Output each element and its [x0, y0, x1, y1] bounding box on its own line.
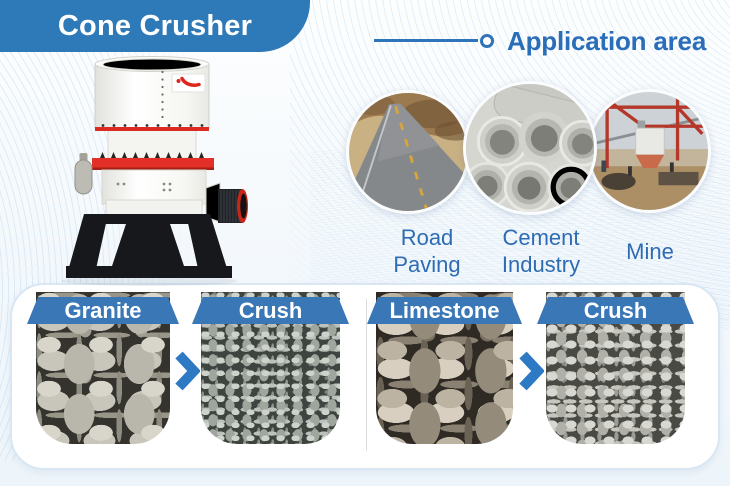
- mine-scene: [590, 92, 708, 210]
- road-paving-photo: [346, 90, 470, 214]
- tile-ribbon-crush: Crush: [192, 297, 349, 324]
- application-label-road-paving: Road Paving: [393, 225, 461, 277]
- cone-crusher-machine-image: [61, 56, 248, 286]
- title-banner: Cone Crusher: [0, 0, 310, 52]
- road-scene: [349, 93, 467, 211]
- ring-bullet-icon: [480, 33, 494, 48]
- chevron-right-icon: [519, 351, 544, 391]
- decorative-line: [374, 39, 478, 42]
- application-area-heading: Application area: [507, 26, 707, 56]
- tile-label: Crush: [583, 298, 648, 323]
- page-title: Cone Crusher: [57, 9, 253, 42]
- tile-ribbon-crush: Crush: [537, 297, 694, 324]
- mine-site-photo: [587, 89, 711, 213]
- tile-ribbon-granite: Granite: [27, 297, 179, 324]
- cement-pipes-photo: [463, 81, 597, 215]
- tile-label: Granite: [64, 298, 142, 323]
- cement-pipes-scene: [466, 84, 594, 212]
- vertical-divider: [366, 299, 367, 451]
- tile-ribbon-limestone: Limestone: [367, 297, 522, 324]
- application-label-cement-industry: Cement Industry: [501, 225, 581, 277]
- tile-label: Limestone: [389, 298, 500, 323]
- tile-label: Crush: [238, 298, 303, 323]
- chevron-right-icon: [175, 351, 200, 391]
- application-label-mine: Mine: [626, 239, 674, 264]
